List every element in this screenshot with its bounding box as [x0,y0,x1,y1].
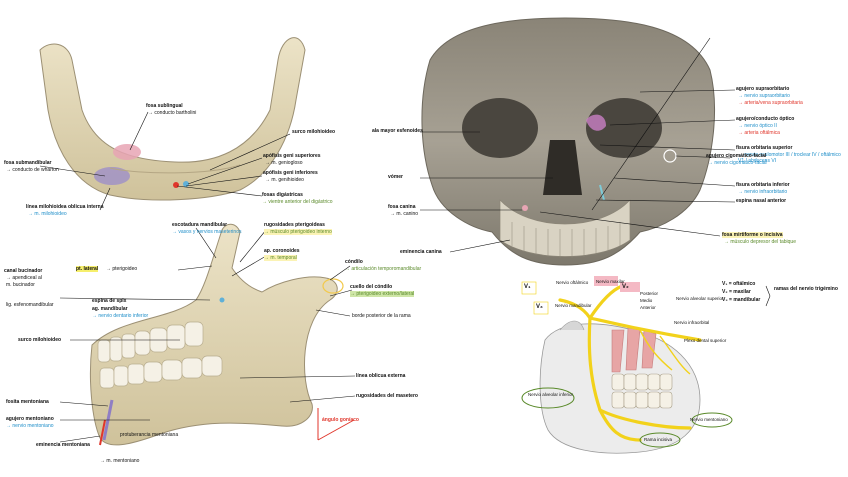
label-v3: V₃ [536,304,543,310]
label-m-geniogloso: → m. geniogloso [265,160,303,166]
label-fosita-mentoniana: fosita mentoniana [6,399,49,405]
label-nervio-mentoniano: → nervio mentoniano [6,423,54,429]
label-agujero-mentoniano: agujero mentoniano [6,416,54,422]
label-pt-lateral: pt. lateral [76,266,99,272]
label-arteria-oftalmica: → arteria oftálmica [738,130,780,136]
label-rugosidades-masetero: rugosidades del masetero [356,393,418,399]
digastric-fossa-marker [173,182,179,188]
label-fosa-mirtiforme: fosa mirtiforme o incisiva [722,232,783,238]
label-angulo-gonion: ángulo goníaco [322,417,359,423]
label-ag-mandibular: ag. mandibular [92,306,128,312]
label-fosa-canina: fosa canina [388,204,416,210]
label-medio: Medio [640,298,653,303]
mandible-lateral-drawing [89,223,355,446]
label-anterior: Anterior [640,305,656,310]
label-nervio-alveolar-inferior: Nervio alveolar inferior [528,392,574,397]
label-rugosidades-pterigoideas: rugosidades pterigoideas [264,222,325,228]
label-conducto-wharton: → conducto de wharton [6,167,59,173]
label-espina-spix: espina de spix [92,298,127,304]
label-linea-oblicua-externa: línea oblicua externa [356,373,406,379]
mandible-posterior-drawing [39,37,306,201]
label-canal-sub1: → apendiceal al [6,275,42,281]
label-escotadura: escotadura mandibular [172,222,228,228]
label-ramas-trigemino: ramas del nervio trigémino [774,286,838,292]
label-vientre-anterior: → vientre anterior del digástrico [262,199,333,205]
label-agujero-optico: agujero/conducto óptico [736,116,795,122]
label-fisura-orbitaria-inferior: fisura orbitaria inferior [736,182,790,188]
label-m-milohioideo: → m. milohioideo [28,211,67,217]
label-art: → articulación temporomandibular [345,266,422,272]
mandible-leader-lines [39,111,356,443]
label-fisura-orbitaria-superior: fisura orbitaria superior [736,145,793,151]
submandibular-fossa-marker [94,167,130,185]
skull-leader-lines [420,37,736,253]
label-nervio-mentoniano: Nervio mentoniano [690,417,728,422]
label-m-canino: → m. canino [390,211,419,217]
label-pterigoideo: → pterigoideo [106,266,138,272]
label-conducto-bartholini: → conducto bartholini [148,110,197,116]
label-ala-mayor: ala mayor esfenoides [372,128,423,134]
label-m-genihioideo: → m. genihioideo [265,177,304,183]
label-pterigoideo-externo: → pterigoideo externo/lateral [350,291,415,297]
label-v1-key: V₁ = oftálmico [722,281,756,287]
label-m-temporal: → m. temporal [264,255,297,261]
label-plexo-dental: Plexo dental superior [684,338,727,343]
geni-marker [183,181,189,187]
label-fosa-submandibular: fosa submandibular [4,160,52,166]
label-nervio-maxilar: Nervio maxilar [596,279,625,284]
label-v1: V₁ [524,284,531,290]
label-vomer: vómer [388,174,404,180]
label-eminencia-canina: eminencia canina [400,249,442,255]
label-v2-key: V₂ = maxilar [722,289,751,295]
label-v2: V₂ [622,284,629,290]
label-v3-key: V₃ = mandibular [722,297,761,303]
sublingual-fossa-marker [113,144,141,160]
label-eminencia-mentoniana: eminencia mentoniana [36,442,90,448]
label-rama-incisiva: Rama incisiva [644,437,673,442]
label-arteria-supraorbitaria: → arteria/vena supraorbitaria [738,100,803,106]
label-lig-esfenomandibular: lig. esfenomandibular [6,302,54,308]
label-fosa-sublingual: fosa sublingual [146,103,183,109]
label-nervio-mandibular: Nervio mandibular [555,303,592,308]
label-borde-posterior: borde posterior de la rama [352,313,411,319]
label-espina-nasal: espina nasal anterior [736,198,787,204]
trigeminal-diagram [520,276,771,456]
label-musculo-pterigoideo: → músculo pterigoideo interno [264,229,332,235]
label-nervio-cigomatico: → nervio cigomático-facial [708,160,767,166]
label-nervio-oftalmico: Nervio oftálmico [556,280,589,285]
label-cuello-condilo: cuello del cóndilo [350,284,393,290]
label-apofisis-geni-inferiores: apófisis geni inferiores [263,170,318,176]
label-ap-coronoides: ap. coronoides [264,248,300,254]
label-surco-milohioideo-top: surco milohioideo [292,129,336,135]
label-protuberancia: protuberancia mentoniana [120,432,179,438]
label-m-mentoniano: → m. mentoniano [100,458,140,464]
label-linea-milohioidea: línea milohioidea oblicua interna [26,204,104,210]
label-nervio-infraorbitario: → nervio infraorbitario [738,189,788,195]
label-nervio-supraorbitario: → nervio supraorbitario [738,93,790,99]
label-canal-sub2: m. bucinador [6,282,35,288]
label-nervios-fos: → nervio oculomotor III / troclear IV / … [738,152,841,164]
label-cigomatico-facial: agujero cigomático-facial [706,153,767,159]
label-fosas-digastricas: fosas digástricas [262,192,303,198]
label-surco-milohioideo-lateral: surco milohioideo [18,337,62,343]
label-condilo: cóndilo [345,259,363,265]
label-canal-bucinador: canal bucinador [4,268,43,274]
label-posterior: Posterior [640,291,659,296]
label-nervio-optico: → nervio óptico II [738,123,777,129]
label-nervio-alveolar-superior: Nervio alveolar superior [676,296,724,301]
label-nervio-infraorbital: Nervio infraorbital [674,320,710,325]
label-nervio-dentario: → nervio dentario inferior [92,313,149,319]
label-escotadura-sub: → vasos y nervios maseterinos [172,229,242,235]
label-musculo-depresor: → músculo depresor del tabique [724,239,796,245]
label-agujero-supraorbitario: agujero supraorbitario [736,86,790,92]
label-apofisis-geni-superiores: apófisis geni superiores [263,153,321,159]
skull-drawing [421,17,716,266]
